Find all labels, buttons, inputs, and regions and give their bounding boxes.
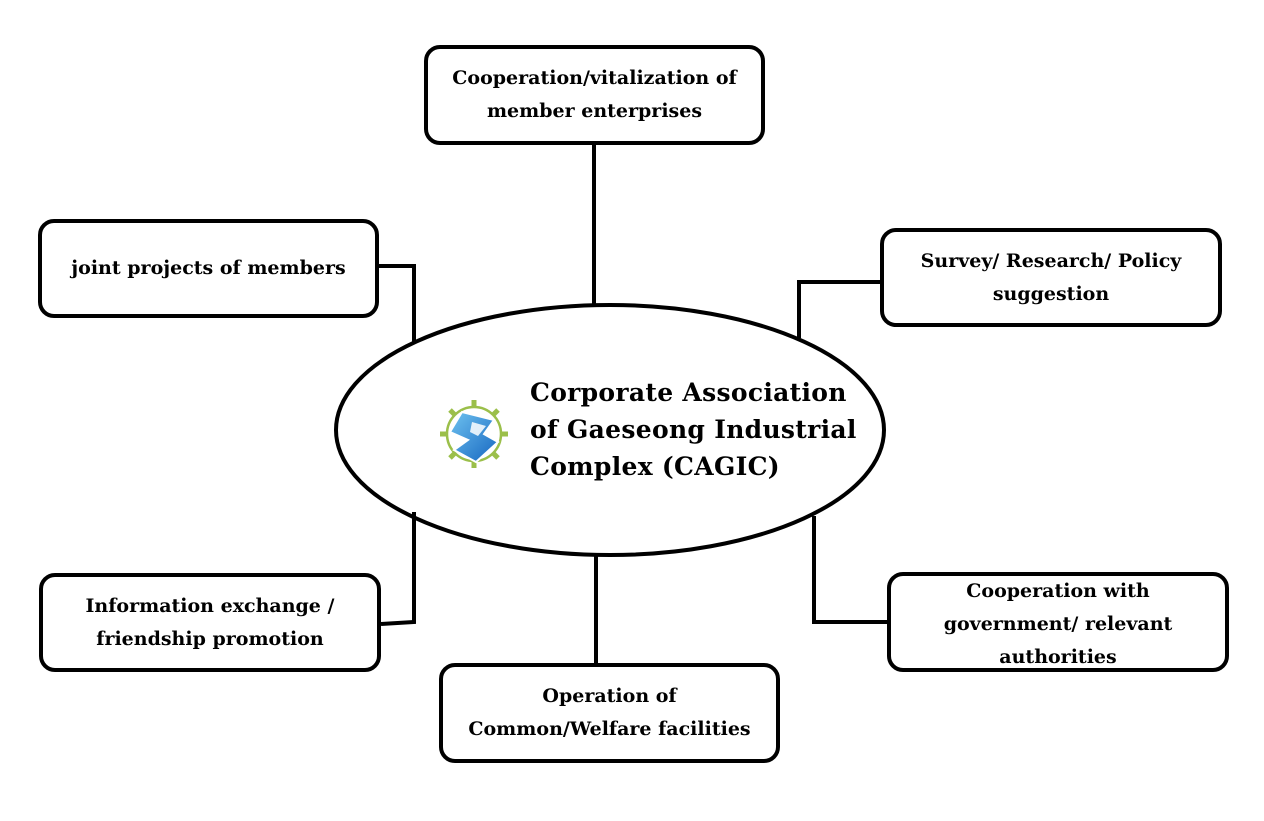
node-cooperation-government: Cooperation with government/ relevant au… <box>887 572 1229 672</box>
node-information-exchange: Information exchange / friendship promot… <box>39 573 381 672</box>
node-label-line: joint projects of members <box>71 257 346 279</box>
node-label-line: suggestion <box>992 282 1110 305</box>
node-joint-projects: joint projects of members <box>38 219 379 318</box>
center-title-line: Corporate Association <box>530 378 847 407</box>
node-survey-research-policy: Survey/ Research/ Policy suggestion <box>880 228 1222 327</box>
connector-bottom-left <box>380 512 416 626</box>
node-label-line: Cooperation/vitalization of <box>452 67 737 89</box>
node-label-line: authorities <box>999 645 1117 668</box>
center-title-line: of Gaeseong Industrial <box>530 415 857 444</box>
connector-top-right <box>797 280 880 338</box>
center-title: Corporate Association of Gaeseong Indust… <box>530 374 857 485</box>
node-label-line: Survey/ Research/ Policy <box>920 249 1182 272</box>
node-label-line: Common/Welfare facilities <box>468 718 751 740</box>
node-label-line: Cooperation with <box>966 579 1150 602</box>
cagic-gear-logo-icon <box>432 392 516 480</box>
node-label-line: Operation of <box>542 685 677 707</box>
node-label-line: friendship promotion <box>96 627 324 650</box>
center-title-line: Complex (CAGIC) <box>530 452 780 481</box>
center-ellipse <box>334 303 886 557</box>
connector-top-left <box>379 264 416 342</box>
node-label-line: Information exchange / <box>85 594 335 617</box>
connector-bottom-right <box>812 516 887 624</box>
node-label-line: government/ relevant <box>943 612 1173 635</box>
node-label-line: member enterprises <box>486 100 703 122</box>
node-operation-facilities: Operation of Common/Welfare facilities <box>439 663 780 763</box>
node-cooperation-vitalization: Cooperation/vitalization of member enter… <box>424 45 765 145</box>
